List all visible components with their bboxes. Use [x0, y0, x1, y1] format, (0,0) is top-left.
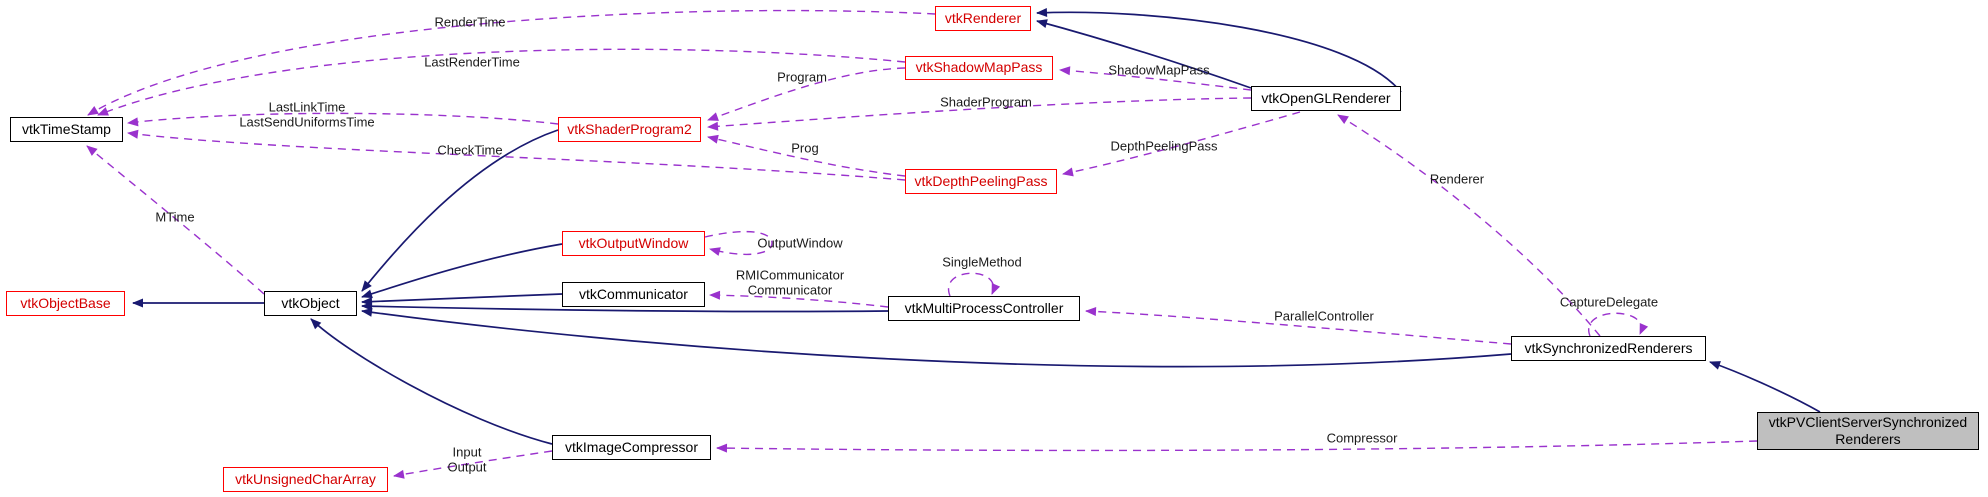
edge-vtkOutputWindow-to-vtkObject: [361, 243, 563, 299]
node-vtkMultiProcessController[interactable]: vtkMultiProcessController: [888, 296, 1080, 321]
node-vtkOpenGLRenderer[interactable]: vtkOpenGLRenderer: [1251, 86, 1401, 111]
node-vtkCommunicator[interactable]: vtkCommunicator: [562, 282, 705, 307]
edge-vtkShadowMapPass-to-vtkShaderProgram2: [707, 67, 906, 121]
edge-vtkPVClientServerSynchronizedRenderers-to-vtkSynchronizedRenderers: [1709, 361, 1821, 413]
edge-vtkOpenGLRenderer-to-vtkRenderer: [1036, 8, 1402, 93]
edge-vtkImageCompressor-to-vtkUnsignedCharArray: [393, 450, 553, 479]
node-vtkShadowMapPass[interactable]: vtkShadowMapPass: [905, 56, 1053, 80]
node-vtkTimeStamp[interactable]: vtkTimeStamp: [10, 117, 123, 142]
node-vtkObjectBase[interactable]: vtkObjectBase: [6, 291, 125, 316]
edge-vtkRenderer-to-vtkTimeStamp: [87, 9, 936, 116]
edge-vtkOpenGLRenderer-to-vtkShadowMapPass: [1059, 66, 1252, 91]
edge-vtkPVClientServerSynchronizedRenderers-to-vtkImageCompressor: [716, 440, 1758, 453]
edge-vtkDepthPeelingPass-to-vtkShaderProgram2: [707, 134, 906, 177]
edge-vtkSynchronizedRenderers-to-vtkOpenGLRenderer: [1337, 114, 1601, 337]
edge-vtkDepthPeelingPass-to-vtkTimeStamp: [127, 129, 906, 181]
edge-vtkImageCompressor-to-vtkObject: [310, 318, 553, 445]
edge-vtkOpenGLRenderer-to-vtkDepthPeelingPass: [1062, 111, 1301, 177]
node-vtkSynchronizedRenderers[interactable]: vtkSynchronizedRenderers: [1511, 336, 1706, 361]
edge-vtkMultiProcessController-to-vtkObject: [361, 301, 889, 313]
node-vtkUnsignedCharArray[interactable]: vtkUnsignedCharArray: [223, 467, 388, 492]
edge-vtkOpenGLRenderer-to-vtkRenderer: [1036, 19, 1252, 89]
edge-vtkShaderProgram2-to-vtkObject: [361, 129, 559, 292]
node-vtkShaderProgram2[interactable]: vtkShaderProgram2: [558, 117, 701, 142]
edge-vtkCommunicator-to-vtkObject: [361, 293, 563, 307]
edge-vtkObject-to-vtkTimeStamp: [86, 145, 265, 295]
node-vtkDepthPeelingPass[interactable]: vtkDepthPeelingPass: [905, 169, 1057, 194]
node-vtkObject[interactable]: vtkObject: [264, 291, 357, 316]
edge-vtkSynchronizedRenderers-to-vtkMultiProcessController: [1085, 306, 1512, 345]
edge-vtkOutputWindow-to-vtkOutputWindow: [704, 230, 773, 256]
edge-vtkOpenGLRenderer-to-vtkShaderProgram2: [707, 97, 1252, 131]
edge-vtkShadowMapPass-to-vtkTimeStamp: [97, 48, 906, 116]
edge-vtkMultiProcessController-to-vtkCommunicator: [709, 290, 889, 308]
node-vtkImageCompressor[interactable]: vtkImageCompressor: [552, 435, 711, 460]
edge-vtkSynchronizedRenderers-to-vtkSynchronizedRenderers: [1588, 312, 1649, 337]
edge-vtkSynchronizedRenderers-to-vtkObject: [361, 307, 1512, 368]
node-vtkRenderer[interactable]: vtkRenderer: [935, 6, 1031, 31]
edge-vtkShaderProgram2-to-vtkTimeStamp: [127, 112, 559, 127]
edge-vtkMultiProcessController-to-vtkMultiProcessController: [947, 272, 1001, 297]
node-vtkPVClientServerSynchronizedRenderers: vtkPVClientServerSynchronized Renderers: [1757, 412, 1979, 450]
node-vtkOutputWindow[interactable]: vtkOutputWindow: [562, 231, 705, 256]
